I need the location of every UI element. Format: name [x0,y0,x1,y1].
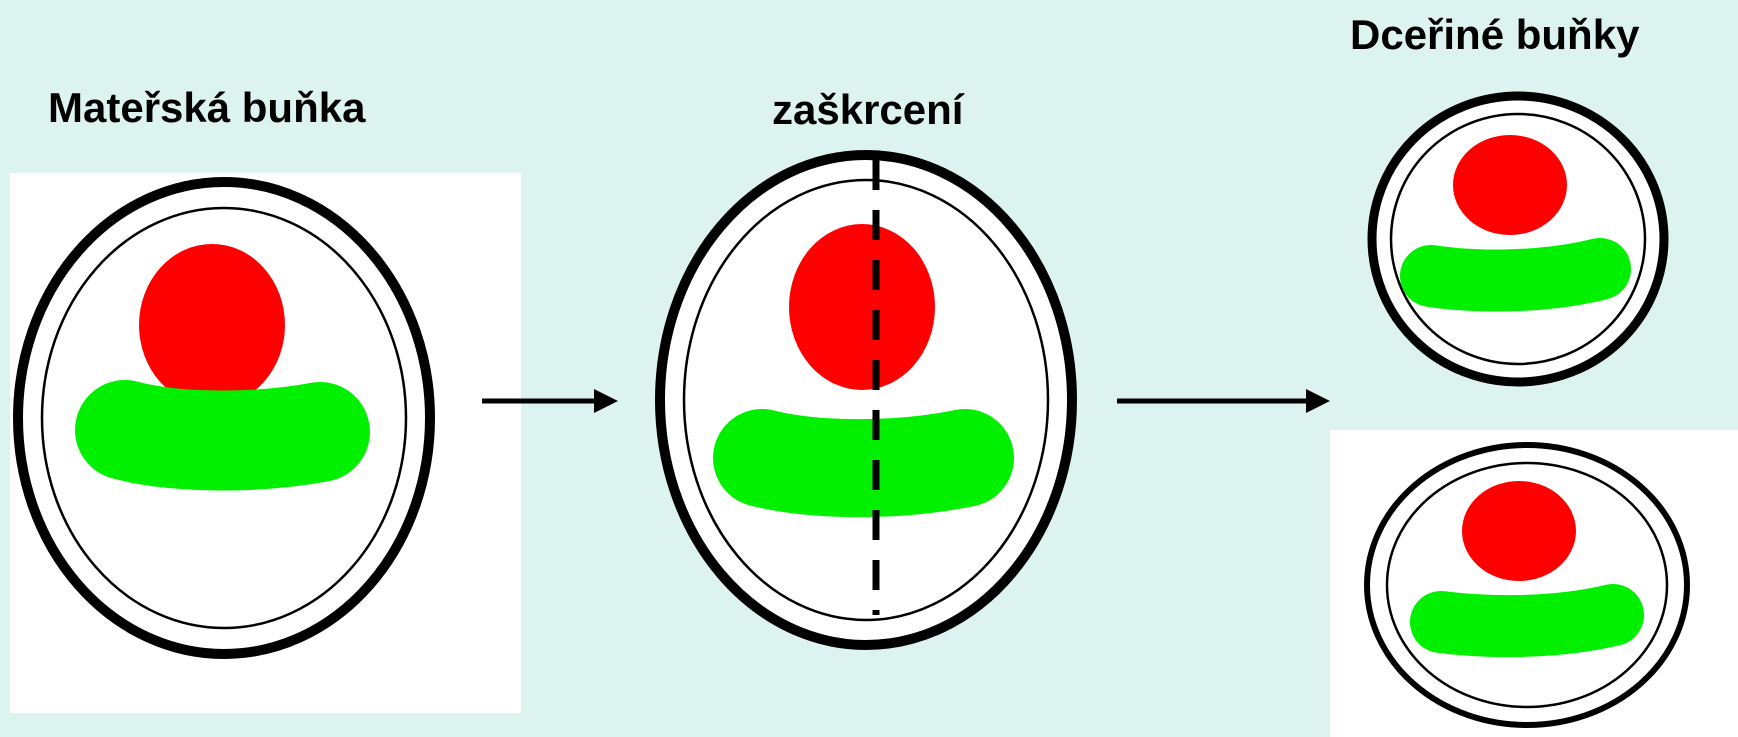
daughter-cell-top [1367,91,1669,387]
constriction-label: zaškrcení [772,86,964,133]
mother-cell [13,177,435,659]
constricting-cell-nucleus [789,224,935,390]
arrow-head [594,389,618,413]
daughter-cell-bottom-inner-membrane [1385,461,1669,709]
daughter-cell-top-nucleus [1453,135,1567,235]
arrow-to-daughters [1117,389,1330,413]
arrow-to-constriction [482,389,618,413]
daughter-cells-label: Dceřiné buňky [1350,11,1640,58]
constricting-cell [655,150,1077,650]
constricting-cell-inner-membrane [682,178,1050,622]
constricting-cell-outer-wall [655,150,1077,650]
daughter-cell-top-outer-wall [1367,91,1669,387]
daughter-cell-bottom [1364,442,1690,728]
arrow-head [1306,389,1330,413]
mother-cell-inner-membrane [40,206,408,630]
mother-cell-organelle [75,380,370,491]
daughter-cell-bottom-outer-wall [1364,442,1690,728]
mother-cell-nucleus [139,244,285,406]
daughter-cell-bottom-nucleus [1462,481,1576,581]
mother-cell-label: Mateřská buňka [48,84,366,131]
daughter-cell-top-organelle [1400,238,1631,312]
daughter-cell-bottom-organelle [1410,584,1644,658]
daughter-cell-top-inner-membrane [1389,112,1647,366]
constricting-cell-organelle [713,409,1014,518]
